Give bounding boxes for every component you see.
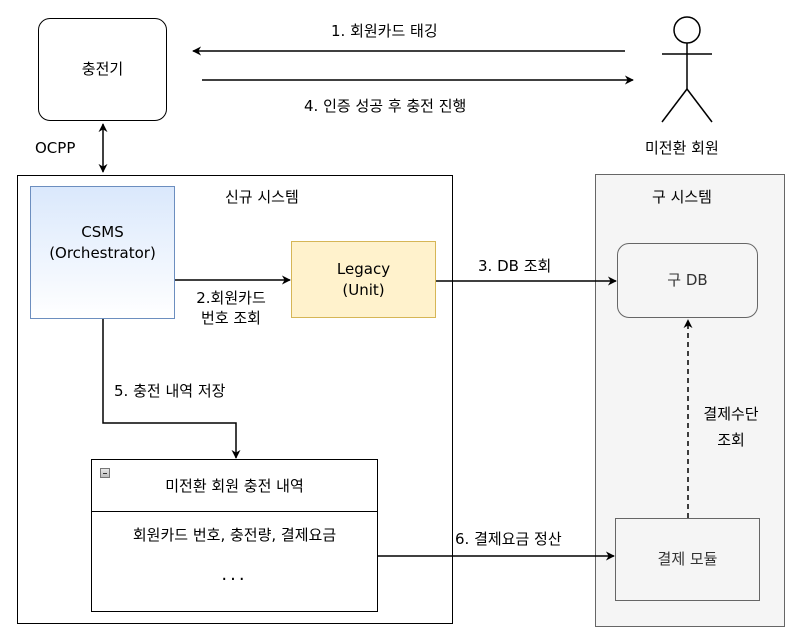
table-title: 미전환 회원 충전 내역 — [165, 477, 304, 495]
payment-module-label: 결제 모듈 — [657, 550, 718, 568]
legacy-label-line2: (Unit) — [342, 280, 385, 299]
charger-label: 충전기 — [81, 60, 124, 78]
table-row: ... — [92, 564, 377, 585]
table-row-ellipsis: ... — [221, 564, 248, 585]
legacy-label-line1: Legacy — [336, 259, 391, 278]
old-system-title: 구 시스템 — [652, 188, 712, 206]
collapse-icon[interactable] — [100, 468, 110, 478]
charge-history-table[interactable]: 미전환 회원 충전 내역 회원카드 번호, 충전량, 결제요금 ... — [91, 459, 378, 612]
payment-lookup-label: 결제수단 조회 — [695, 401, 767, 453]
step5-label: 5. 충전 내역 저장 — [114, 382, 226, 400]
payment-lookup-label-line1: 결제수단 — [703, 405, 759, 423]
new-system-title: 신규 시스템 — [225, 188, 299, 206]
csms-label-line2: (Orchestrator) — [49, 243, 156, 262]
payment-module-node[interactable]: 결제 모듈 — [615, 518, 760, 601]
old-db-label: 구 DB — [667, 271, 708, 289]
actor-icon[interactable] — [661, 16, 713, 123]
legacy-unit-node[interactable]: Legacy (Unit) — [291, 241, 436, 318]
csms-node[interactable]: CSMS (Orchestrator) — [30, 186, 175, 319]
actor-label: 미전환 회원 — [645, 139, 719, 157]
step3-label: 3. DB 조회 — [478, 257, 552, 275]
step6-label: 6. 결제요금 정산 — [455, 530, 562, 548]
step2-label-line1: 2.회원카드 — [196, 289, 266, 307]
table-row-fields: 회원카드 번호, 충전량, 결제요금 — [132, 526, 337, 544]
payment-lookup-label-line2: 조회 — [717, 431, 745, 449]
old-db-node[interactable]: 구 DB — [617, 243, 758, 318]
step2-label: 2.회원카드 번호 조회 — [185, 288, 277, 328]
step2-label-line2: 번호 조회 — [201, 309, 261, 327]
table-header: 미전환 회원 충전 내역 — [92, 460, 377, 512]
step4-label: 4. 인증 성공 후 충전 진행 — [304, 97, 467, 115]
step1-label: 1. 회원카드 태깅 — [331, 21, 438, 41]
ocpp-label: OCPP — [35, 139, 76, 157]
csms-label-line1: CSMS — [81, 222, 124, 241]
table-row: 회원카드 번호, 충전량, 결제요금 — [92, 524, 377, 545]
charger-node[interactable]: 충전기 — [38, 18, 167, 121]
